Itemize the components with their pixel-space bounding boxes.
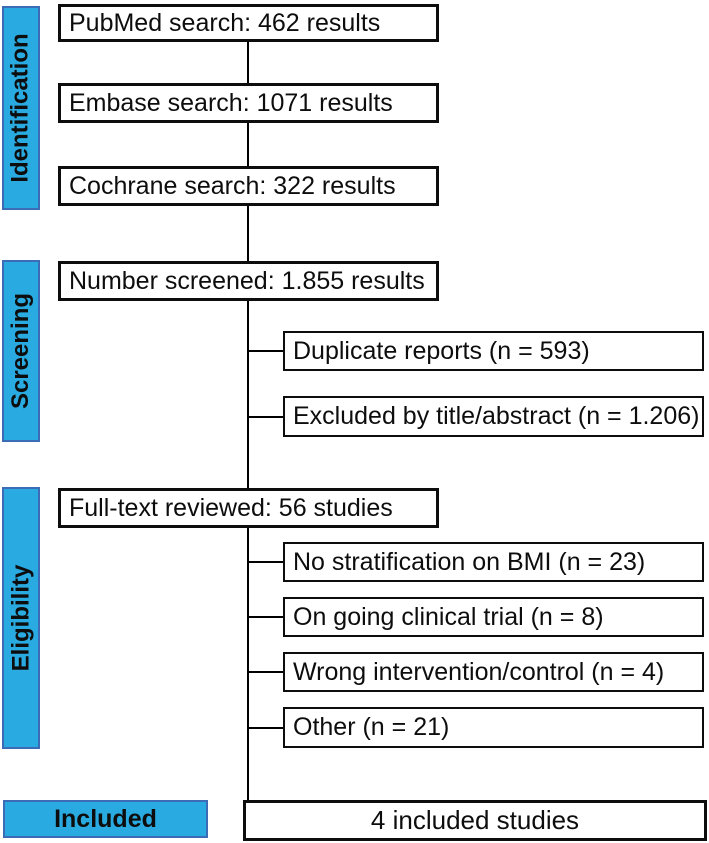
flow-box-pubmed-search: PubMed search: 462 results [58,4,439,42]
exclusion-box-duplicates: Duplicate reports (n = 593) [283,331,704,371]
connector-stub-wrong-intervention [248,671,284,673]
flow-box-cochrane-search: Cochrane search: 322 results [58,166,439,206]
connector-stub-no-stratification [248,561,284,563]
flow-box-embase-search: Embase search: 1071 results [58,83,439,123]
connector-stub-ongoing-trial [248,616,284,618]
exclusion-box-wrong-intervention: Wrong intervention/control (n = 4) [283,652,704,692]
stage-label-eligibility-text: Eligibility [7,564,34,672]
connector-stub-duplicates [248,350,284,352]
stage-label-included-text: Included [54,804,157,833]
stage-label-screening: Screening [2,260,40,442]
exclusion-box-ongoing-trial: On going clinical trial (n = 8) [283,597,704,637]
stage-label-included: Included [3,800,208,838]
exclusion-box-other: Other (n = 21) [283,707,704,748]
flow-box-number-screened: Number screened: 1.855 results [58,261,439,301]
connector-stub-other [248,727,284,729]
stage-label-identification-text: Identification [7,33,34,183]
exclusion-box-title-abstract: Excluded by title/abstract (n = 1.206) [283,396,704,437]
flow-box-fulltext-reviewed: Full-text reviewed: 56 studies [58,488,439,528]
connector-vertical-spine [247,41,249,802]
stage-label-screening-text: Screening [7,292,35,410]
result-box-included-studies: 4 included studies [243,800,707,841]
stage-label-identification: Identification [2,6,40,210]
connector-stub-title-abstract [248,416,284,418]
exclusion-box-no-stratification: No stratification on BMI (n = 23) [283,542,704,582]
stage-label-eligibility: Eligibility [2,487,40,749]
